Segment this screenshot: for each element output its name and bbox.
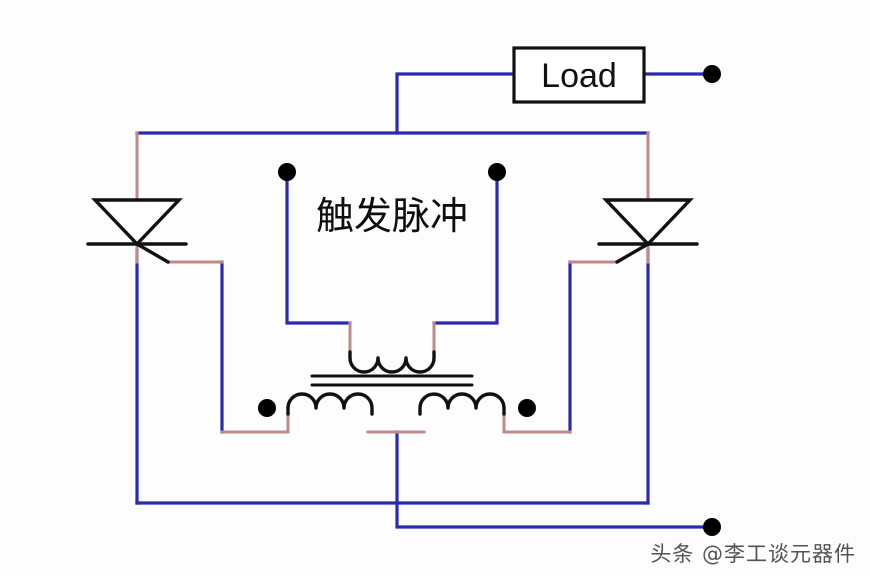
thyristor-right[interactable]: [597, 198, 699, 264]
load-label: Load: [541, 57, 617, 95]
terminal-trigger-left-dot: [278, 163, 296, 181]
terminal-secondary-left-dot: [258, 399, 276, 417]
wire-group-blue: [135, 72, 710, 529]
terminal-dots: [258, 65, 721, 536]
scr-left-gate-lead: [135, 242, 170, 264]
terminal-secondary-right-dot: [518, 399, 536, 417]
terminal-load-output-dot: [703, 65, 721, 83]
scr-right-triangle: [602, 198, 694, 247]
transformer-secondary-left-winding: [286, 392, 374, 416]
wire-load-input: [395, 72, 516, 135]
wire-trigger-right: [432, 174, 499, 325]
scr-left-triangle: [91, 198, 183, 247]
transformer-secondary-right-winding: [418, 392, 506, 416]
pulse-transformer[interactable]: [286, 350, 506, 416]
terminal-trigger-right-dot: [488, 163, 506, 181]
wire-trigger-left: [285, 174, 352, 325]
transformer-primary-winding: [348, 350, 436, 374]
trigger-pulse-label: 触发脉冲: [316, 194, 468, 238]
load-box[interactable]: Load: [512, 46, 646, 104]
watermark: 头条 @李工谈元器件: [650, 542, 856, 566]
terminal-center-tap-output-dot: [703, 518, 721, 536]
load-box-rect: [512, 46, 646, 104]
wire-center-tap: [395, 430, 710, 529]
scr-right-gate-lead: [615, 242, 650, 264]
thyristor-left[interactable]: [86, 198, 188, 264]
